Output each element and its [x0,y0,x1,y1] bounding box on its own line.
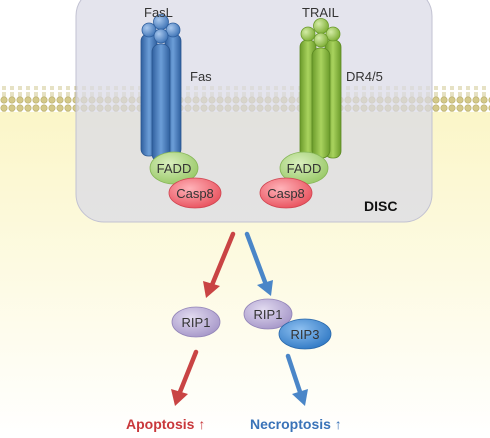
fas-label: Fas [190,69,212,84]
rip1-right-label: RIP1 [253,307,283,322]
rip1-left-label: RIP1 [181,315,211,330]
arrow-to-apoptosis [171,349,199,406]
necroptosis-label: Necroptosis ↑ [250,416,342,432]
arrow-to-necroptosis [285,353,308,406]
casp8-left-label: Casp8 [176,186,214,201]
rip3-label: RIP3 [290,327,320,342]
fasl-label: FasL [144,5,173,20]
rip3 [278,318,332,350]
dr4-5-label: DR4/5 [346,69,383,84]
arrow-to-rip1-rip3 [244,231,273,296]
apoptosis-label: Apoptosis ↑ [126,416,206,432]
fadd-left-label: FADD [156,161,192,176]
trail-ligand [300,18,341,48]
casp8-right-label: Casp8 [267,186,305,201]
trail-label: TRAIL [302,5,339,20]
fas-ligand [141,14,181,44]
casp8-left [168,177,222,209]
casp8-right [259,177,313,209]
fadd-right-label: FADD [286,161,322,176]
rip1-right [243,298,293,330]
disc-complex-box [75,0,433,223]
arrow-to-rip1 [203,231,236,298]
fas-receptor [140,33,182,163]
disc-label: DISC [364,198,398,214]
rip1-left [171,306,221,338]
dr4-5-receptor [299,39,342,159]
